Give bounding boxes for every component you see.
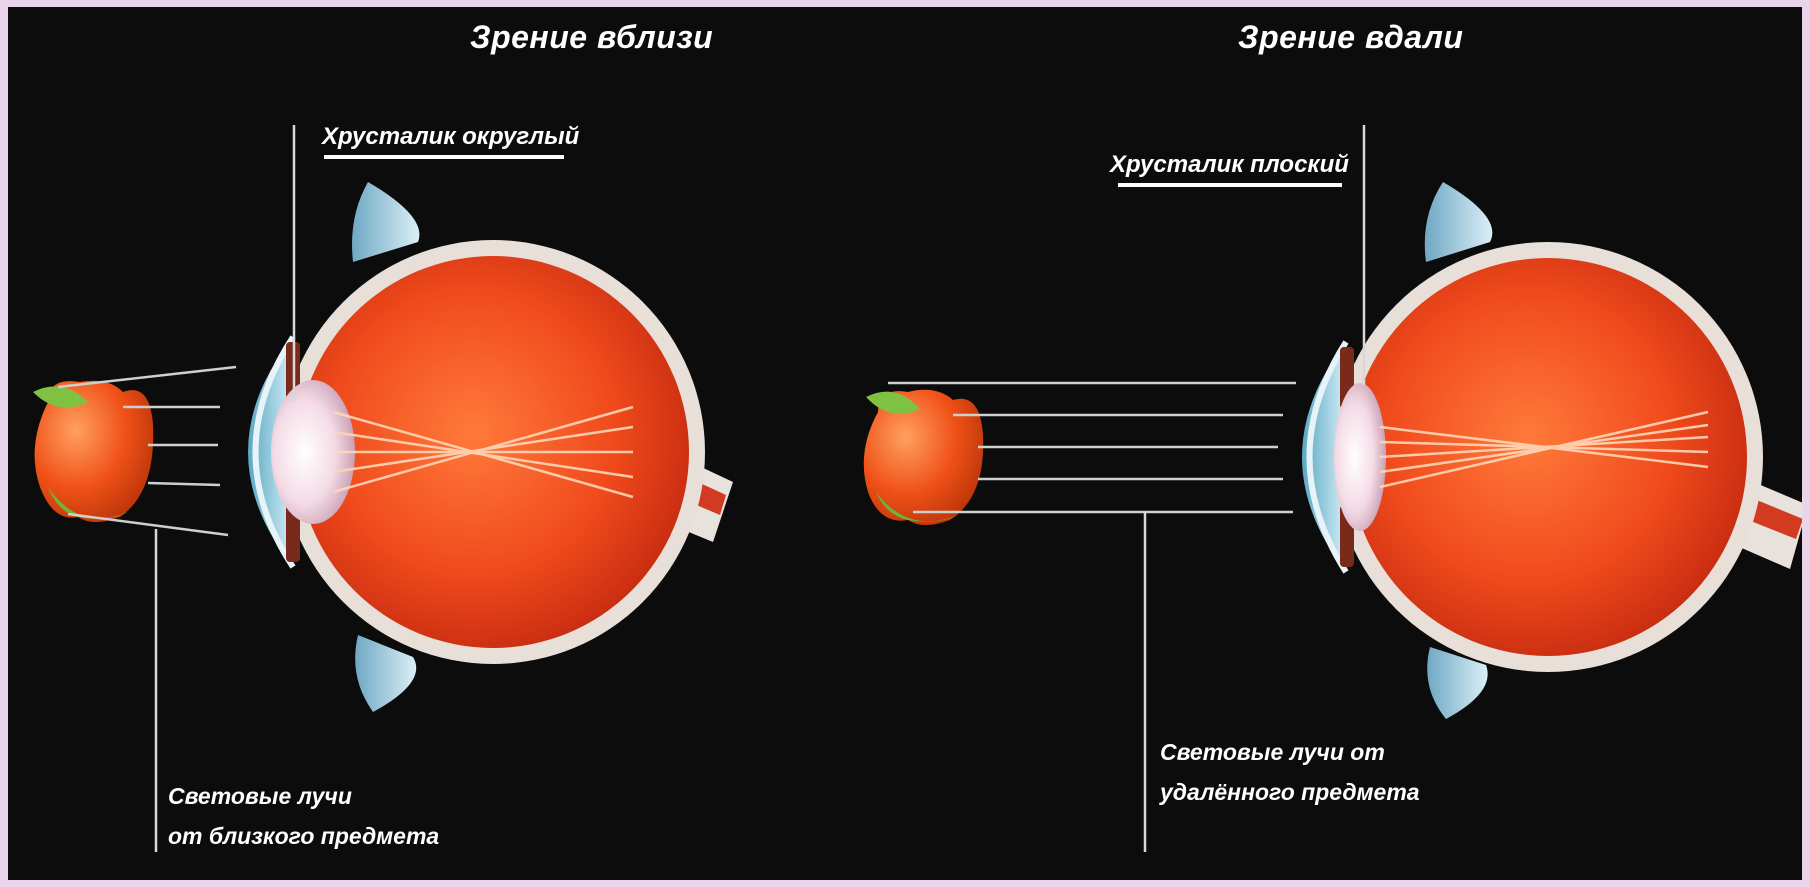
near-eye-group <box>33 125 733 852</box>
diagram-artwork <box>8 7 1802 880</box>
apple-far <box>864 390 983 525</box>
upper-lid-far <box>1425 182 1493 262</box>
label-near-rays-line2: от близкого предмета <box>168 816 439 856</box>
label-near-rays-line1: Световые лучи <box>168 776 439 816</box>
diagram-frame: Зрение вблизи Зрение вдали Хрусталик окр… <box>8 7 1802 880</box>
upper-lid-near <box>352 182 419 262</box>
label-flat-lens: Хрусталик плоский <box>1110 151 1349 179</box>
underline-flat-lens <box>1118 183 1342 187</box>
eyeball-far <box>1349 258 1747 656</box>
underline-rounded-lens <box>324 155 564 159</box>
label-far-rays: Световые лучи от удалённого предмета <box>1160 732 1420 812</box>
label-near-rays: Световые лучи от близкого предмета <box>168 776 439 856</box>
title-near-vision: Зрение вблизи <box>470 19 713 56</box>
label-rounded-lens: Хрусталик округлый <box>322 123 579 151</box>
lower-lid-near <box>355 635 416 712</box>
label-far-rays-line1: Световые лучи от <box>1160 732 1420 772</box>
title-far-vision: Зрение вдали <box>1238 19 1463 56</box>
label-far-rays-line2: удалённого предмета <box>1160 772 1420 812</box>
flat-lens <box>1334 383 1386 531</box>
